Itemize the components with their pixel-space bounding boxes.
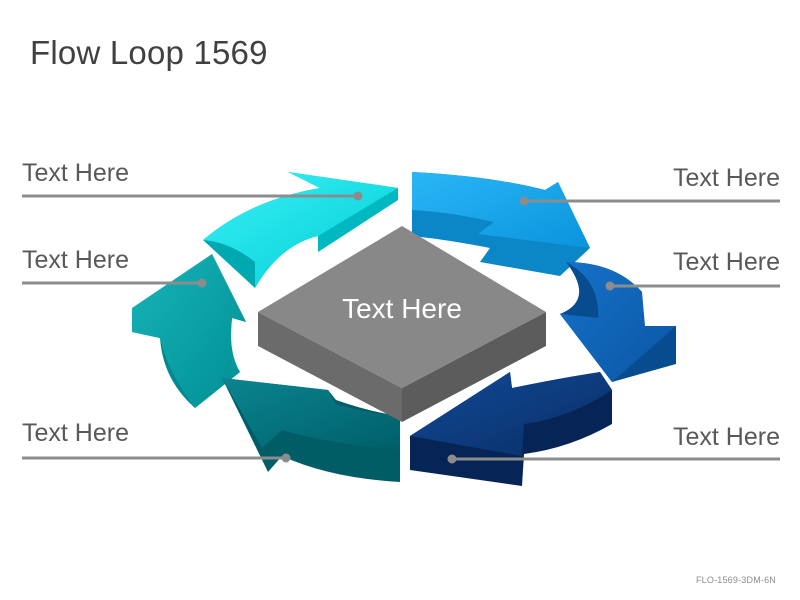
arrow-segment-bottom-left [222,378,400,482]
label-right-3: Text Here [673,423,780,451]
leader-dot-right-2 [605,281,615,291]
arrow-segment-right [560,262,676,382]
leader-dot-right-3 [447,454,457,464]
leader-dot-left-3 [281,453,291,463]
label-right-1: Text Here [673,164,780,192]
label-left-1: Text Here [22,159,129,187]
label-left-3: Text Here [22,419,129,447]
center-box: Text Here [258,226,546,422]
leader-lines [22,191,780,464]
footer-code: FLO-1569-3DM-6N [695,575,776,585]
label-right-2: Text Here [673,248,780,276]
center-label: Text Here [342,293,462,324]
leader-dot-left-1 [353,191,363,201]
page-title: Flow Loop 1569 [30,34,268,71]
leader-dot-right-1 [519,196,529,206]
leader-dot-left-2 [197,278,207,288]
arrow-segment-left [132,254,246,408]
arrow-segment-top-right [412,172,590,276]
label-left-2: Text Here [22,246,129,274]
arrow-segment-top-left [203,172,398,288]
